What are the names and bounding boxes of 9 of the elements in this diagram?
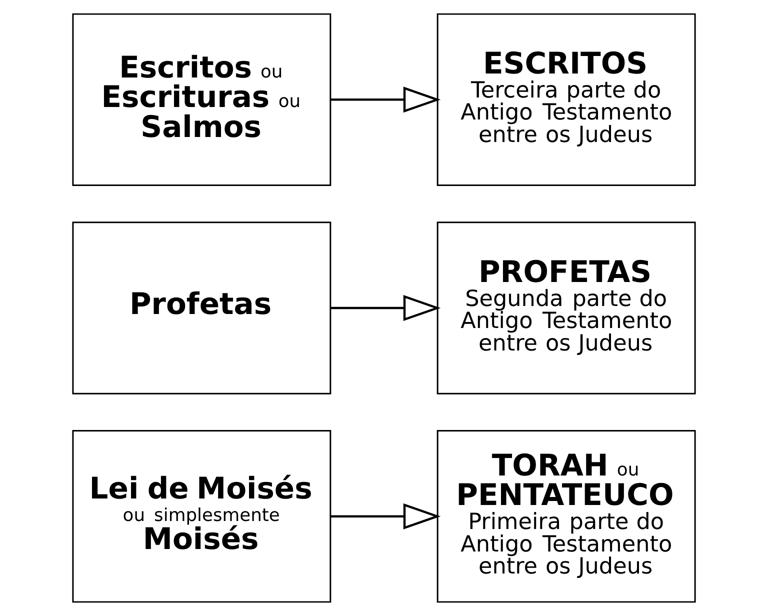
- node-box: ESCRITOS Terceira parte do Antigo Testamento entre os Judeus: [436, 13, 696, 186]
- node-box: Lei de Moisés ou simplesmente Moisés: [72, 430, 332, 603]
- node-box: PROFETAS Segunda parte do Antigo Testamento entre os Judeus: [436, 222, 696, 394]
- arrow: [330, 86, 441, 113]
- arrow: [330, 294, 441, 322]
- node-box: TORAH ou PENTATEUCO Primeira parte do Antigo Testamento entre os Judeus: [436, 430, 696, 603]
- arrow: [330, 503, 441, 530]
- node-box: Profetas: [72, 222, 332, 394]
- node-box: Escritos ou Escrituras ou Salmos: [72, 13, 332, 186]
